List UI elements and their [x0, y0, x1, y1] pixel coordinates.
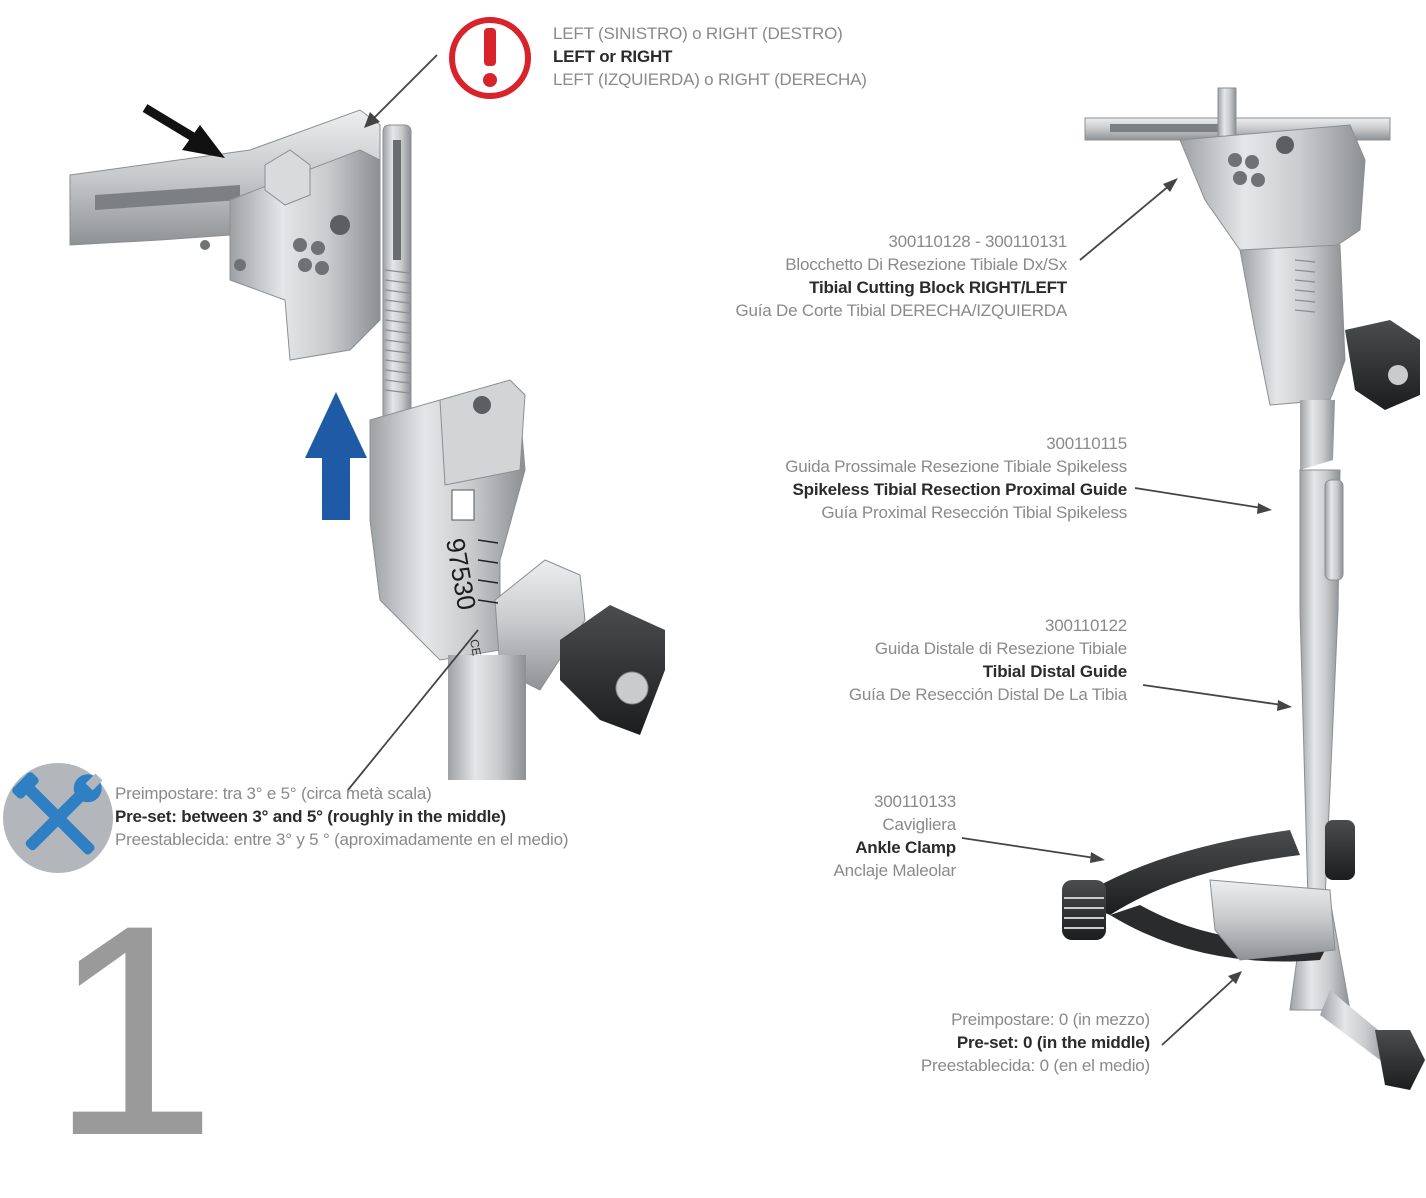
part-code: 300110133 — [873, 792, 956, 811]
warning-pointer — [371, 54, 438, 121]
blue-up-arrow-icon — [305, 392, 367, 520]
step-number: 1 — [50, 862, 217, 1198]
part-code: 300110115 — [1046, 434, 1127, 453]
part-code: 300110128 - 300110131 — [888, 232, 1067, 251]
ankle-preset-line-it: Preimpostare: 0 (in mezzo) — [951, 1010, 1150, 1029]
part-code: 300110122 — [1044, 616, 1127, 635]
right-arrowheads — [1090, 178, 1292, 984]
preset-note: Preimpostare: tra 3° e 5° (circa metà sc… — [115, 782, 568, 851]
warning-icon — [449, 17, 531, 99]
preset-line-en: Pre-set: between 3° and 5° (roughly in t… — [115, 807, 506, 826]
black-push-arrow-icon — [142, 104, 225, 158]
ce-mark: CE — [467, 638, 484, 657]
part-name-it: Guida Distale di Resezione Tibiale — [874, 639, 1127, 658]
preset-line-it: Preimpostare: tra 3° e 5° (circa metà sc… — [115, 784, 432, 803]
ankle-preset-note: Preimpostare: 0 (in mezzo) Pre-set: 0 (i… — [921, 1008, 1150, 1077]
part-name-es: Guía De Corte Tibial DERECHA/IZQUIERDA — [735, 301, 1067, 320]
ankle-preset-line-en: Pre-set: 0 (in the middle) — [956, 1033, 1150, 1052]
ankle-preset-line-es: Preestablecida: 0 (en el medio) — [920, 1056, 1150, 1075]
part-name-it: Blocchetto Di Resezione Tibiale Dx/Sx — [785, 255, 1067, 274]
part-name-en: Spikeless Tibial Resection Proximal Guid… — [792, 480, 1128, 499]
part-name-es: Guía De Resección Distal De La Tibia — [848, 685, 1127, 704]
warning-note: LEFT (SINISTRO) o RIGHT (DESTRO) LEFT or… — [553, 22, 867, 91]
part-name-en: Ankle Clamp — [855, 838, 956, 857]
rod-thread — [384, 269, 410, 394]
preset-line-es: Preestablecida: entre 3° y 5 ° (aproxima… — [115, 830, 569, 849]
part-label-distal-guide: 300110122 Guida Distale di Resezione Tib… — [849, 614, 1127, 706]
part-label-proximal-guide: 300110115 Guida Prossimale Resezione Tib… — [785, 432, 1127, 524]
warning-line-it: LEFT (SINISTRO) o RIGHT (DESTRO) — [553, 24, 843, 43]
part-label-ankle-clamp: 300110133 Cavigliera Ankle Clamp Anclaje… — [833, 790, 957, 882]
warning-line-es: LEFT (IZQUIERDA) o RIGHT (DERECHA) — [553, 70, 867, 89]
part-name-en: Tibial Distal Guide — [982, 662, 1127, 681]
part-name-it: Guida Prossimale Resezione Tibiale Spike… — [785, 457, 1127, 476]
tools-icon — [3, 763, 113, 873]
part-name-es: Anclaje Maleolar — [833, 861, 957, 880]
illustration-layer: 97530 CE — [3, 17, 1425, 1090]
right-pointers — [961, 184, 1283, 1046]
detail-instrument — [69, 109, 665, 780]
warning-line-en: LEFT or RIGHT — [553, 47, 673, 66]
part-name-es: Guía Proximal Resección Tibial Spikeless — [821, 503, 1127, 522]
preset-pointer — [347, 629, 479, 791]
part-name-it: Cavigliera — [882, 815, 956, 834]
part-name-en: Tibial Cutting Block RIGHT/LEFT — [809, 278, 1067, 297]
full-assembly — [1062, 87, 1425, 1090]
scale-ticks — [477, 539, 499, 604]
part-label-cutting-block: 300110128 - 300110131 Blocchetto Di Rese… — [735, 230, 1067, 322]
